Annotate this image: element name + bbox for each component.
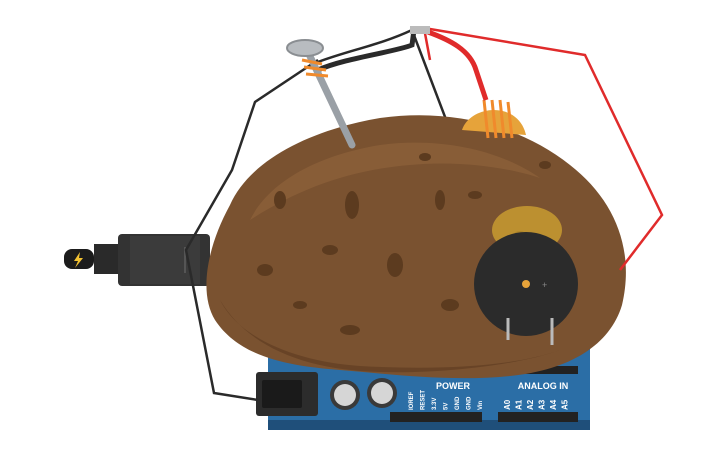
power-header[interactable] xyxy=(390,412,482,422)
power-pin-label: GND xyxy=(467,396,473,410)
black-wire-left[interactable] xyxy=(184,58,319,402)
analog-pin-label: A0 xyxy=(503,399,512,410)
analog-pin-label: A2 xyxy=(526,399,535,410)
red-wire-thick[interactable] xyxy=(427,29,489,101)
potato-eye xyxy=(441,299,459,311)
power-pin-label: Vin xyxy=(478,400,484,410)
potato-eye xyxy=(274,191,286,209)
zinc-nail[interactable] xyxy=(286,39,356,149)
power-pin-label: GND xyxy=(455,396,461,410)
copper-penny[interactable] xyxy=(462,99,526,139)
buzzer-pin-marker: + xyxy=(542,280,547,290)
barrel-jack-icon[interactable] xyxy=(256,372,318,416)
potato-eye xyxy=(419,153,431,161)
analog-pin-label: A1 xyxy=(515,399,524,410)
potato-eye xyxy=(293,301,307,309)
analog-pin-label: A3 xyxy=(538,399,547,410)
piezo-buzzer[interactable]: + xyxy=(474,206,578,345)
potato-eye xyxy=(387,253,403,277)
wire-junction[interactable] xyxy=(410,26,430,34)
capacitor-2 xyxy=(367,378,397,408)
potato-eye xyxy=(345,191,359,219)
power-pin-label: RESET xyxy=(421,390,427,410)
power-pin-label: 3.3V xyxy=(432,398,438,410)
analog-pin-label: A4 xyxy=(549,399,558,410)
copper-coil-nail xyxy=(301,58,329,78)
power-pin-labels: IOREF RESET 3.3V 5V GND GND Vin xyxy=(409,390,484,410)
potato-eye xyxy=(257,264,273,276)
copper-coil-penny xyxy=(482,99,514,139)
power-label: POWER xyxy=(436,381,471,391)
capacitor-1 xyxy=(330,380,360,410)
analog-header[interactable] xyxy=(498,412,578,422)
lightning-icon xyxy=(74,252,83,268)
analog-pin-label: A5 xyxy=(561,399,570,410)
potato-eye xyxy=(468,191,482,199)
power-pin-label: 5V xyxy=(444,403,450,410)
red-wire-loop[interactable] xyxy=(423,26,664,271)
black-wire-thick[interactable] xyxy=(316,29,417,73)
potato-eye xyxy=(340,325,360,335)
potato-highlight xyxy=(250,142,540,220)
potato-eye xyxy=(435,190,445,210)
nail-head[interactable] xyxy=(286,39,324,57)
board-edge xyxy=(268,420,590,430)
buzzer-hole xyxy=(522,280,530,288)
potato[interactable] xyxy=(206,115,626,379)
power-pin-label: IOREF xyxy=(409,391,415,410)
analog-in-label: ANALOG IN xyxy=(518,381,569,391)
usb-cable[interactable] xyxy=(64,234,210,286)
potato-eye xyxy=(322,245,338,255)
potato-eye xyxy=(539,161,551,169)
